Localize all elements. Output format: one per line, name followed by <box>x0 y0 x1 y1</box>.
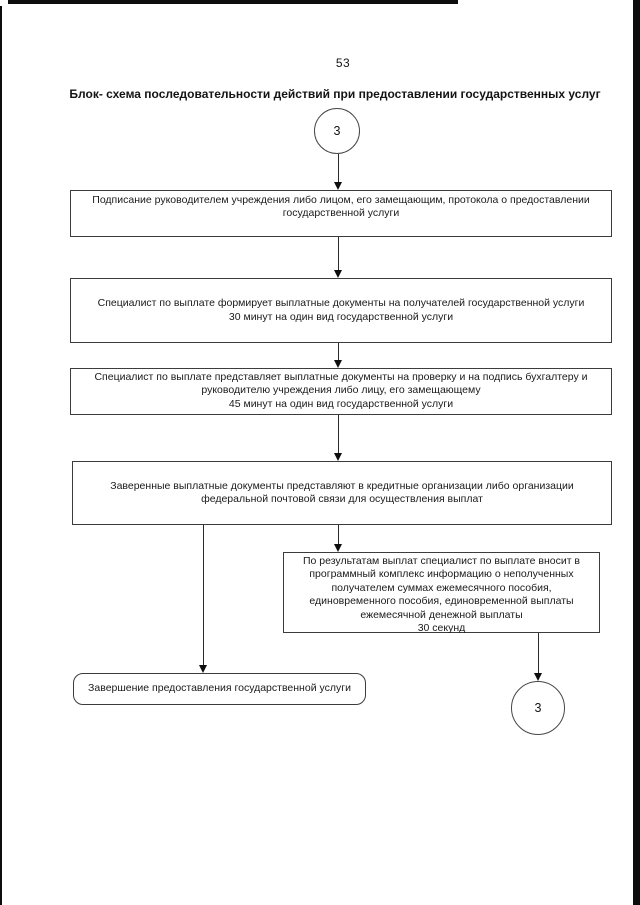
exit-connector-label: 3 <box>534 701 542 715</box>
step-text: По результатам выплат специалист по выпл… <box>302 555 581 621</box>
connector-step3-to-step4 <box>338 415 339 453</box>
end-terminator-box: Завершение предоставления государственно… <box>73 673 366 705</box>
entry-connector-label: 3 <box>333 124 341 138</box>
connector-step4-to-step5 <box>338 525 339 544</box>
exit-connector-circle: 3 <box>511 681 565 735</box>
arrow-down-icon <box>334 182 342 190</box>
step-box-5: По результатам выплат специалист по выпл… <box>283 552 600 635</box>
step-duration: 30 секунд <box>417 622 466 635</box>
arrow-down-icon <box>334 360 342 368</box>
step-text: Специалист по выплате представляет выпла… <box>94 371 588 397</box>
entry-connector-circle: 3 <box>314 108 360 154</box>
step-duration: 30 минут на один вид государственной усл… <box>228 310 454 323</box>
end-label: Завершение предоставления государственно… <box>88 682 351 695</box>
step-duration: 45 минут на один вид государственной усл… <box>228 397 454 410</box>
arrow-down-icon <box>334 544 342 552</box>
arrow-down-icon <box>334 270 342 278</box>
scan-edge-top <box>8 0 458 4</box>
step-text: Подписание руководителем учреждения либо… <box>92 194 590 220</box>
step-box-4: Заверенные выплатные документы представл… <box>72 461 612 525</box>
arrow-down-icon <box>534 673 542 681</box>
connector-step5-to-exit <box>538 633 539 673</box>
step-box-1: Подписание руководителем учреждения либо… <box>70 190 612 237</box>
arrow-down-icon <box>334 453 342 461</box>
connector-step4-to-end <box>203 525 204 665</box>
step-text: Специалист по выплате формирует выплатны… <box>97 297 585 310</box>
connector-step1-to-step2 <box>338 237 339 270</box>
scan-edge-left <box>0 6 2 905</box>
connector-entry-to-step1 <box>338 154 339 182</box>
page-title: Блок- схема последовательности действий … <box>69 87 601 101</box>
step-box-2: Специалист по выплате формирует выплатны… <box>70 278 612 343</box>
step-box-3: Специалист по выплате представляет выпла… <box>70 368 612 415</box>
connector-step2-to-step3 <box>338 343 339 360</box>
arrow-down-icon <box>199 665 207 673</box>
scan-edge-right <box>633 0 640 905</box>
page-number: 53 <box>335 56 351 70</box>
step-text: Заверенные выплатные документы представл… <box>110 479 574 505</box>
